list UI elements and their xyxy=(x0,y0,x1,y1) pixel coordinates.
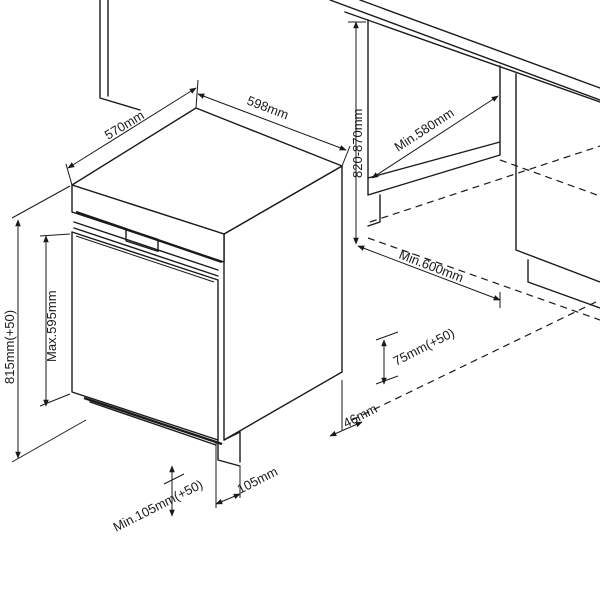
label-min-width: Min.600mm xyxy=(397,247,466,285)
label-toe-kick: Min.105mm(+50) xyxy=(111,477,206,535)
dimension-lines xyxy=(11,21,501,517)
label-door-height: Max.595mm xyxy=(44,290,59,362)
label-depth: 570mm xyxy=(102,107,147,142)
label-niche-height: 820-870mm xyxy=(350,109,365,178)
label-plinth-gap: 46mm xyxy=(341,401,380,431)
label-width: 598mm xyxy=(245,93,291,123)
label-height: 815mm(+50) xyxy=(2,310,17,384)
control-display xyxy=(125,228,159,253)
label-toe-depth: 105mm xyxy=(235,464,280,497)
dishwasher-unit xyxy=(71,107,343,467)
label-plinth-height: 75mm(+50) xyxy=(391,325,457,369)
